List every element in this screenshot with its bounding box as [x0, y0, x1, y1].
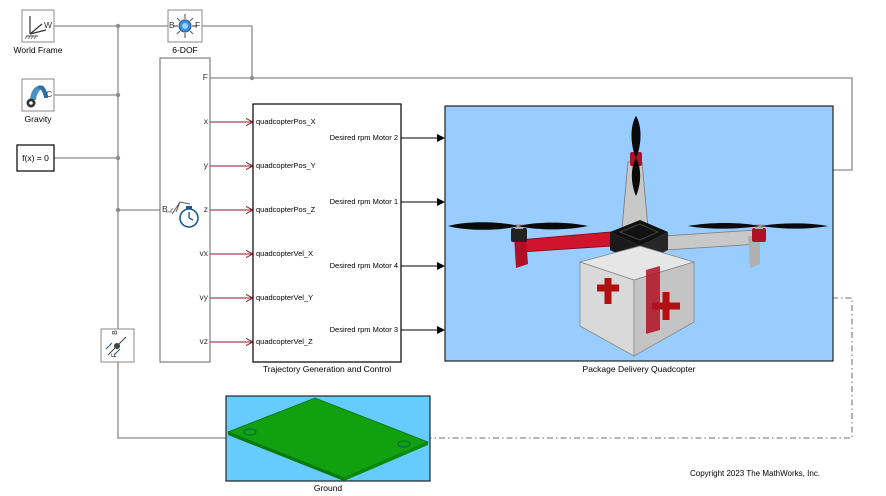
- gravity-block[interactable]: [21, 78, 55, 112]
- sensor-port-vz: vz: [199, 336, 209, 346]
- input-vel-y: quadcopterVel_Y: [256, 293, 314, 302]
- input-pos-x: quadcopterPos_X: [256, 117, 316, 126]
- sensor-port-x: x: [203, 116, 208, 126]
- six-dof-block[interactable]: [167, 9, 203, 43]
- ground-block[interactable]: [225, 395, 431, 482]
- sensor-port-vx: vx: [199, 248, 209, 258]
- sensor-port-y: y: [203, 160, 208, 170]
- output-rpm-motor-1: Desired rpm Motor 1: [329, 197, 398, 206]
- six-dof-port-f: F: [195, 20, 201, 30]
- input-pos-y: quadcopterPos_Y: [256, 161, 316, 170]
- output-rpm-motor-3: Desired rpm Motor 3: [329, 325, 398, 334]
- input-vel-x: quadcopterVel_X: [256, 249, 314, 258]
- junction-dots: [115, 23, 255, 213]
- world-frame-label: World Frame: [13, 45, 63, 55]
- gravity-label: Gravity: [24, 114, 52, 124]
- gravity-port: C: [46, 89, 53, 99]
- sensor-port-vy: vy: [199, 292, 209, 302]
- input-pos-z: quadcopterPos_Z: [256, 205, 316, 214]
- connection-lines: [54, 25, 853, 439]
- vertical-bus-line[interactable]: [54, 25, 226, 439]
- six-dof-port-b: B: [169, 20, 175, 30]
- six-dof-label: 6-DOF: [172, 45, 198, 55]
- quad-to-ground-line[interactable]: [430, 297, 853, 439]
- sensor-port-z: z: [203, 204, 208, 214]
- sensor-port-b: B: [162, 204, 168, 214]
- sensor-icon: [166, 201, 199, 228]
- contact-port-b: B: [111, 330, 119, 335]
- 6dof-to-quad-line[interactable]: [202, 25, 853, 171]
- quadcopter-image: [448, 116, 828, 357]
- gravity-icon: [26, 85, 48, 108]
- quadcopter-block[interactable]: [444, 105, 834, 362]
- output-rpm-motor-4: Desired rpm Motor 4: [329, 261, 398, 270]
- world-frame-icon: [24, 16, 47, 40]
- contact-port-f: F: [111, 353, 119, 358]
- contact-icon: [105, 336, 127, 356]
- ground-plate-image: [226, 397, 430, 481]
- trajectory-label: Trajectory Generation and Control: [262, 364, 392, 374]
- trajectory-block[interactable]: [252, 103, 402, 363]
- rpm-arrows: [401, 134, 445, 334]
- copyright-text: Copyright 2023 The MathWorks, Inc.: [690, 469, 820, 478]
- ground-label: Ground: [313, 483, 343, 493]
- quadcopter-label: Package Delivery Quadcopter: [582, 364, 696, 374]
- gimbal-icon: [173, 14, 197, 38]
- signal-lines: [210, 122, 253, 342]
- input-vel-z: quadcopterVel_Z: [256, 337, 313, 346]
- output-rpm-motor-2: Desired rpm Motor 2: [329, 133, 398, 142]
- sensor-port-f: F: [202, 72, 208, 82]
- world-frame-port: W: [44, 20, 53, 30]
- solver-block[interactable]: [16, 144, 55, 172]
- world-frame-block[interactable]: [21, 9, 55, 43]
- solver-label: f(x) = 0: [22, 153, 49, 163]
